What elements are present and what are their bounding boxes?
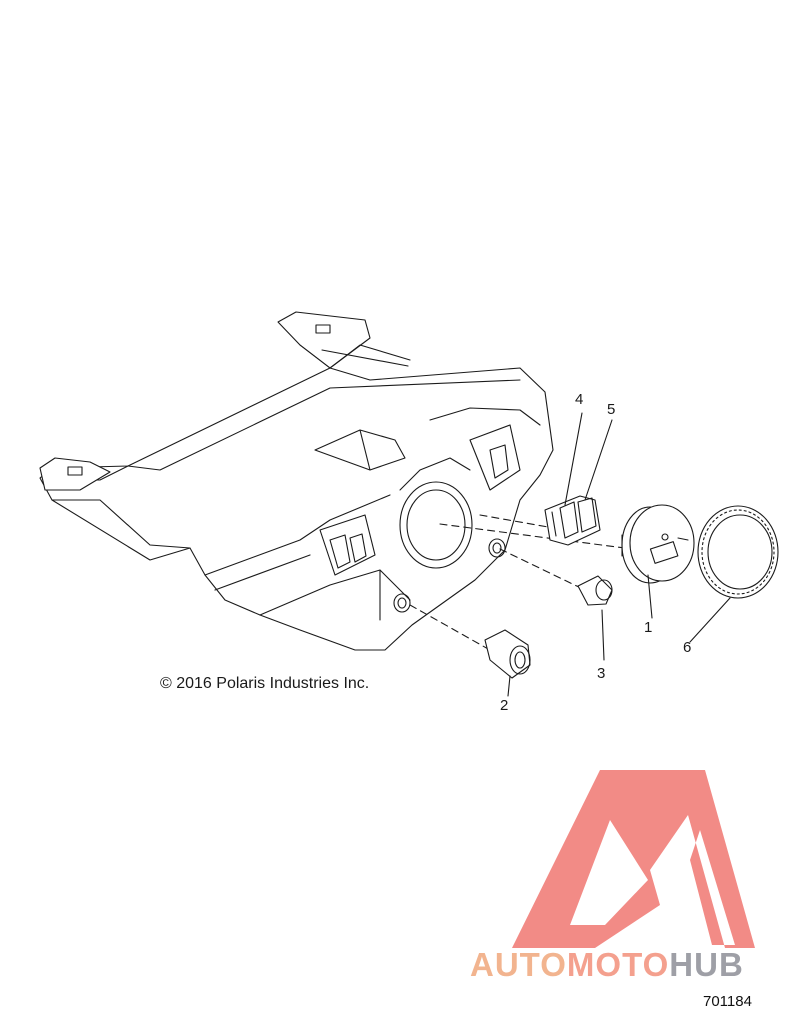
copyright-text: © 2016 Polaris Industries Inc. — [160, 675, 370, 692]
watermark-text: AUTOMOTOHUB — [470, 946, 744, 984]
watermark-logo-icon — [512, 770, 755, 948]
power-outlet — [577, 575, 613, 606]
callout-5: 5 — [607, 401, 616, 418]
callout-leaders — [507, 412, 731, 697]
trim-ring — [697, 505, 779, 599]
callout-1: 1 — [644, 619, 653, 636]
callout-6: 6 — [683, 639, 692, 656]
callout-3: 3 — [597, 665, 606, 682]
key-switch — [484, 629, 531, 679]
figure-number: 701184 — [703, 993, 752, 1010]
callout-4: 4 — [575, 391, 584, 408]
dash-panel — [39, 311, 554, 651]
rocker-switches — [544, 495, 601, 546]
gauge — [621, 504, 695, 584]
watermark-moto: MOTO — [566, 946, 670, 983]
watermark-auto: AUTO — [470, 946, 567, 983]
watermark-hub: HUB — [669, 946, 744, 983]
callout-2: 2 — [500, 697, 509, 714]
